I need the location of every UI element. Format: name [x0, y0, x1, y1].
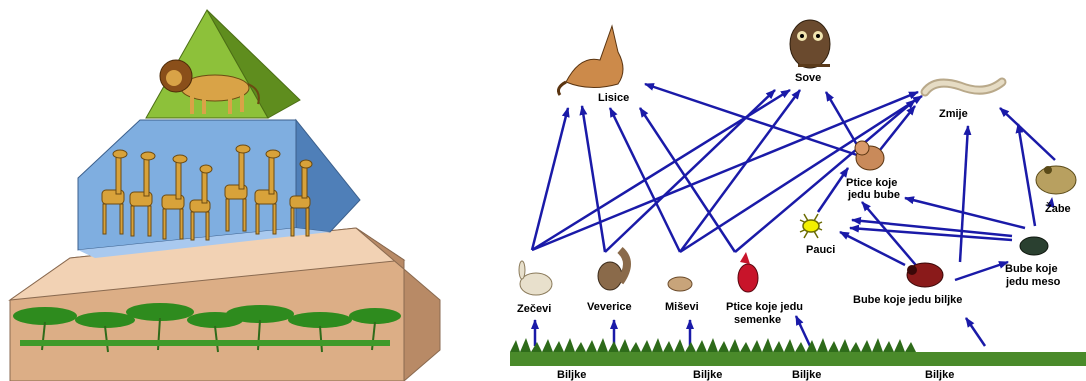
arrow: [840, 232, 905, 265]
node-zecevi: Zečevi: [517, 261, 552, 315]
squirrel-icon: [598, 250, 627, 290]
arrow: [1000, 108, 1055, 160]
node-lisice: Lisice: [558, 26, 629, 104]
food-web: Lisice Sove Zmije Ptice koje: [510, 20, 1086, 381]
frog-icon: [1036, 166, 1076, 194]
arrow: [582, 106, 605, 252]
label-zabe: Žabe: [1045, 202, 1071, 215]
label-lisice: Lisice: [598, 92, 629, 104]
node-misevi: Miševi: [665, 277, 699, 313]
label-bube-meso-1: Bube koje: [1005, 263, 1058, 275]
node-veverice: Veverice: [587, 250, 632, 313]
node-zmije: Zmije: [925, 82, 1002, 120]
label-veverice: Veverice: [587, 301, 632, 313]
node-bube-meso: Bube koje jedu meso: [1005, 237, 1061, 288]
arrow: [966, 318, 985, 346]
label-bube-biljke: Bube koje jedu biljke: [853, 294, 962, 306]
fox-icon: [558, 26, 623, 95]
node-ptice-semenke: Ptice koje jedu semenke: [726, 252, 803, 326]
spider-icon: [800, 214, 822, 238]
label-sove: Sove: [795, 72, 821, 84]
snake-icon: [925, 82, 1002, 92]
label-misevi: Miševi: [665, 301, 699, 313]
arrow: [532, 108, 568, 250]
label-bube-meso-2: jedu meso: [1005, 276, 1061, 288]
label-plants-1: Biljke: [557, 369, 586, 381]
bird-icon: [855, 141, 884, 170]
node-zabe: Žabe: [1036, 166, 1076, 215]
node-bube-biljke: Bube koje jedu biljke: [853, 263, 962, 306]
arrow: [826, 92, 860, 150]
arrow: [955, 262, 1008, 280]
rabbit-icon: [519, 261, 552, 295]
arrow: [640, 108, 735, 252]
plants-grass: [510, 338, 1086, 366]
arrow: [680, 90, 800, 252]
mouse-icon: [668, 277, 692, 291]
arrow: [796, 316, 810, 346]
label-zecevi: Zečevi: [517, 303, 551, 315]
node-sove: Sove: [790, 20, 830, 84]
energy-pyramid: [10, 10, 440, 381]
label-plants-2: Biljke: [693, 369, 722, 381]
arrow: [605, 90, 775, 252]
label-plants-4: Biljke: [925, 369, 954, 381]
label-ptice-semenke-1: Ptice koje jedu: [726, 301, 803, 313]
node-pauci: Pauci: [800, 214, 835, 256]
label-pauci: Pauci: [806, 244, 835, 256]
pyramid-level-top: [146, 10, 300, 118]
cardinal-icon: [738, 252, 758, 292]
label-zmije: Zmije: [939, 108, 968, 120]
arrow: [532, 92, 918, 250]
beetle-icon: [907, 263, 943, 287]
arrow: [818, 168, 848, 212]
arrow: [905, 198, 1025, 228]
label-ptice-bube-1: Ptice koje: [846, 177, 897, 189]
arrow: [610, 108, 680, 252]
arrow: [960, 126, 968, 262]
pyramid-level-bottom: [10, 228, 440, 381]
label-plants-3: Biljke: [792, 369, 821, 381]
label-ptice-semenke-2: semenke: [734, 314, 781, 326]
beetle-icon: [1020, 237, 1048, 255]
owl-icon: [790, 20, 830, 68]
label-ptice-bube-2: jedu bube: [847, 189, 900, 201]
arrow: [862, 202, 920, 270]
